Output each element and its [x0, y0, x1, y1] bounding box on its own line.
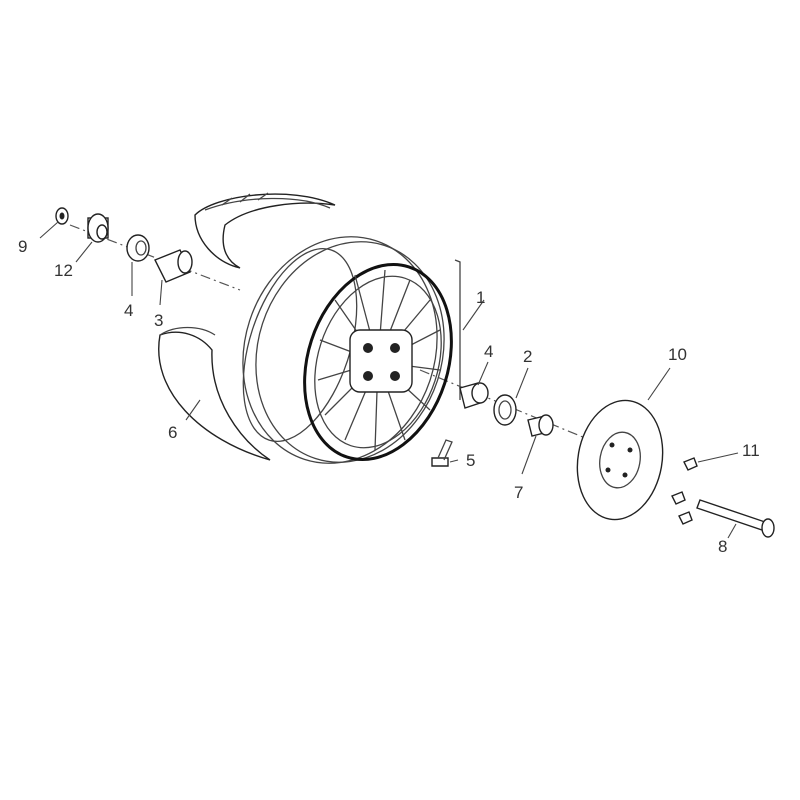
- bearing-left-part: [126, 234, 150, 262]
- callout-8: 8: [718, 537, 727, 556]
- callout-12: 12: [54, 261, 73, 280]
- callout-11: 11: [742, 441, 760, 460]
- collar-part: [87, 213, 109, 243]
- brake-disc-part: [576, 399, 664, 521]
- callout-1: 1: [476, 288, 485, 307]
- disc-bolt-parts: [671, 457, 698, 525]
- callout-labels: 9 12 4 3 6 1 4 2 5 7 10 11 8: [18, 237, 760, 556]
- callout-4-left: 4: [124, 301, 133, 320]
- callout-9: 9: [18, 237, 27, 256]
- nut-part: [55, 207, 69, 225]
- callout-4-right: 4: [484, 342, 493, 361]
- spacer-part: [154, 249, 193, 283]
- leader-lines: [39, 221, 739, 539]
- callout-7: 7: [514, 483, 523, 502]
- callout-2: 2: [523, 347, 532, 366]
- distance-collar-part: [527, 414, 554, 437]
- callout-3: 3: [154, 311, 163, 330]
- callout-6: 6: [168, 423, 177, 442]
- bearing-right-part: [459, 382, 489, 409]
- axle-bolt-part: [696, 499, 775, 538]
- callout-5: 5: [466, 451, 475, 470]
- callout-10: 10: [668, 345, 687, 364]
- valve-part: [431, 439, 453, 467]
- tire-part: [158, 192, 336, 461]
- oil-seal-part: [493, 394, 517, 426]
- wheel-rim-part: [242, 236, 461, 464]
